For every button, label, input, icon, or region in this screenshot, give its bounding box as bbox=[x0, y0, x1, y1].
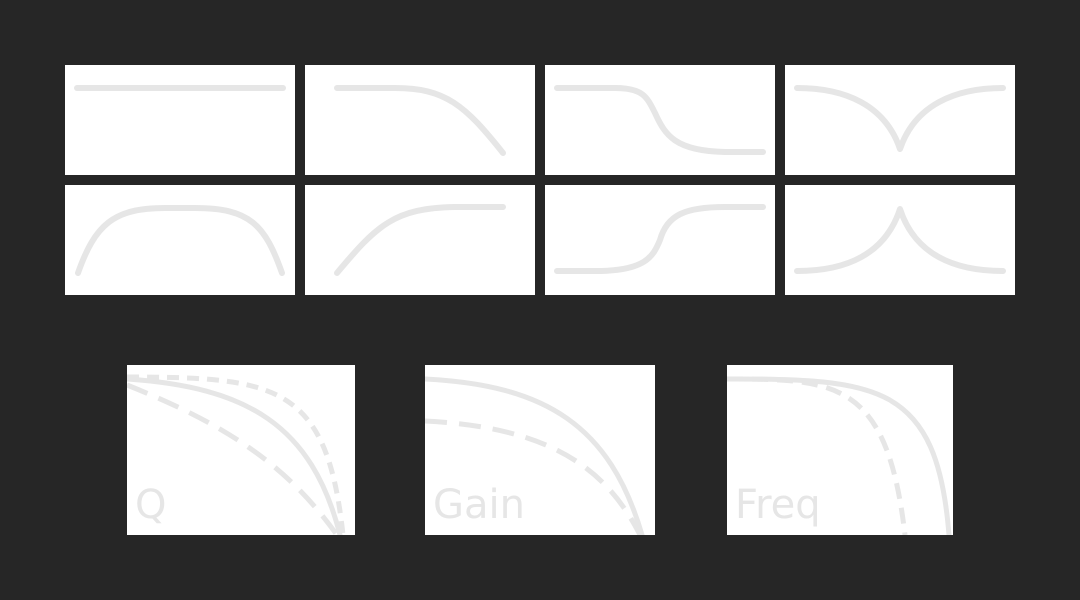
filter-tile-shelf-up[interactable] bbox=[545, 185, 775, 295]
filter-tile-notch[interactable] bbox=[785, 65, 1015, 175]
filter-tile-bandpass[interactable] bbox=[65, 185, 295, 295]
lowpass-curve-icon bbox=[334, 85, 506, 156]
parameter-tile-q[interactable]: Q bbox=[127, 365, 355, 535]
shelf-down-curve-icon bbox=[554, 85, 766, 155]
filter-tile-shelf-down[interactable] bbox=[545, 65, 775, 175]
shelf-up-curve-icon bbox=[554, 204, 766, 274]
bandpass-curve-icon bbox=[75, 205, 285, 276]
filter-tile-lowpass[interactable] bbox=[305, 65, 535, 175]
flat-response-icon bbox=[74, 85, 286, 91]
filter-tile-highpass[interactable] bbox=[305, 185, 535, 295]
parameter-tile-freq[interactable]: Freq bbox=[727, 365, 953, 535]
parameter-tile-gain[interactable]: Gain bbox=[425, 365, 655, 535]
notch-curve-icon bbox=[794, 85, 1006, 152]
gain-curves-icon bbox=[425, 376, 645, 535]
filter-tile-peak[interactable] bbox=[785, 185, 1015, 295]
peak-curve-icon bbox=[794, 206, 1006, 274]
freq-curves-icon bbox=[727, 376, 952, 535]
q-curves-icon bbox=[127, 374, 346, 535]
filter-tile-flat[interactable] bbox=[65, 65, 295, 175]
highpass-curve-icon bbox=[334, 204, 506, 276]
